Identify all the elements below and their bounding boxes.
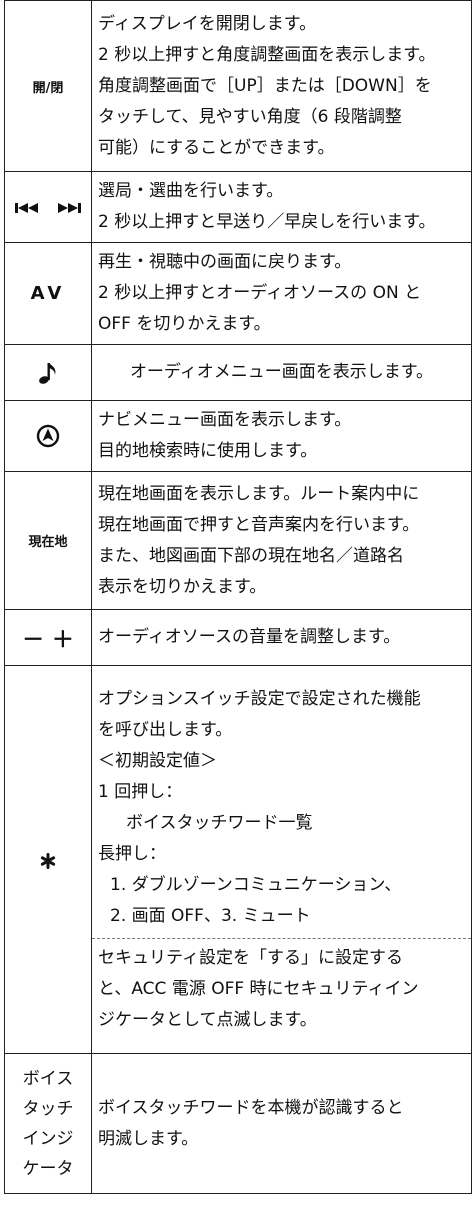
description-cell: オプションスイッチ設定で設定された機能 を呼び出します。 ＜初期設定値＞ 1 回… <box>91 665 472 1054</box>
description-line: 選局・選曲を行います。 <box>98 181 284 201</box>
asterisk-icon <box>40 850 56 869</box>
table-row: － ＋ オーディオソースの音量を調整します。 <box>4 609 472 666</box>
navi-icon <box>36 424 60 448</box>
voice-indicator-key-line: ケータ <box>22 1158 74 1179</box>
description-line: ＜初期設定値＞ <box>98 750 217 771</box>
description-line: 可能）にすることができます。 <box>98 137 335 158</box>
description-line: また、地図画面下部の現在地名／道路名 <box>98 545 404 566</box>
description-line: 明滅します。 <box>98 1128 199 1149</box>
description-cell: ボイスタッチワードを本機が認識すると 明滅します。 <box>91 1053 472 1194</box>
description-line: ジケータとして点滅します。 <box>98 1009 317 1030</box>
key-cell: AV <box>4 242 92 345</box>
description-line: オーディオメニュー画面を表示します。 <box>129 362 434 382</box>
prev-next-icon <box>13 198 83 217</box>
description-cell: 現在地画面を表示します。ルート案内中に 現在地画面で押すと音声案内を行います。 … <box>91 471 472 610</box>
description-line: ボイスタッチワードを本機が認識すると <box>98 1097 404 1118</box>
key-cell: － ＋ <box>4 609 92 666</box>
av-key-label: AV <box>30 283 66 304</box>
table-row: ナビメニュー画面を表示します。 目的地検索時に使用します。 <box>4 400 472 472</box>
dashed-separator <box>92 937 471 939</box>
description-line: 長押し： <box>98 843 166 864</box>
description-line: 角度調整画面で［UP］または［DOWN］を <box>98 75 432 96</box>
table-row: ボイス タッチ インジ ケータ ボイスタッチワードを本機が認識すると 明滅します… <box>4 1053 472 1194</box>
table-row: 現在地 現在地画面を表示します。ルート案内中に 現在地画面で押すと音声案内を行い… <box>4 471 472 610</box>
current-location-key-label: 現在地 <box>28 535 68 550</box>
table-row: オプションスイッチ設定で設定された機能 を呼び出します。 ＜初期設定値＞ 1 回… <box>4 665 472 1054</box>
key-cell <box>4 171 92 243</box>
description-line: ディスプレイを開閉します。 <box>98 13 317 34</box>
voice-indicator-key-line: タッチ <box>22 1098 74 1119</box>
description-line: 表示を切りかえます。 <box>98 576 267 597</box>
description-cell: ナビメニュー画面を表示します。 目的地検索時に使用します。 <box>91 400 472 472</box>
description-line: 現在地画面を表示します。ルート案内中に <box>98 483 420 504</box>
description-line: オプションスイッチ設定で設定された機能 <box>98 688 421 709</box>
key-cell <box>4 665 92 1054</box>
description-line: ナビメニュー画面を表示します。 <box>98 410 352 430</box>
music-note-icon <box>38 362 58 384</box>
table-row: オーディオメニュー画面を表示します。 <box>4 344 472 401</box>
description-line: 2 秒以上押すとオーディオソースの ON と <box>98 283 422 303</box>
key-cell <box>4 344 92 401</box>
description-line: 2. 画面 OFF、3. ミュート <box>110 905 311 926</box>
table-row: 開/閉 ディスプレイを開閉します。 2 秒以上押すと角度調整画面を表示します。 … <box>4 0 472 172</box>
description-cell: オーディオソースの音量を調整します。 <box>91 609 472 666</box>
table-row: 選局・選曲を行います。 2 秒以上押すと早送り／早戻しを行います。 <box>4 171 472 243</box>
key-cell: ボイス タッチ インジ ケータ <box>4 1053 92 1194</box>
description-line: 1 回押し： <box>98 781 183 802</box>
description-line: OFF を切りかえます。 <box>98 314 271 334</box>
description-line: 2 秒以上押すと早送り／早戻しを行います。 <box>98 212 436 232</box>
description-line: 目的地検索時に使用します。 <box>98 441 318 461</box>
key-cell: 開/閉 <box>4 0 92 172</box>
open-close-key-label: 開/閉 <box>32 80 64 96</box>
table-row: AV 再生・視聴中の画面に戻ります。 2 秒以上押すとオーディオソースの ON … <box>4 242 472 345</box>
description-line: 現在地画面で押すと音声案内を行います。 <box>98 514 420 535</box>
description-cell: 再生・視聴中の画面に戻ります。 2 秒以上押すとオーディオソースの ON と O… <box>91 242 472 345</box>
description-line: 再生・視聴中の画面に戻ります。 <box>98 252 352 272</box>
description-cell: オーディオメニュー画面を表示します。 <box>91 344 472 401</box>
description-line: ボイスタッチワード一覧 <box>126 812 313 833</box>
description-cell: ディスプレイを開閉します。 2 秒以上押すと角度調整画面を表示します。 角度調整… <box>91 0 472 172</box>
button-function-table: 開/閉 ディスプレイを開閉します。 2 秒以上押すと角度調整画面を表示します。 … <box>4 0 472 1194</box>
description-cell: 選局・選曲を行います。 2 秒以上押すと早送り／早戻しを行います。 <box>91 171 472 243</box>
description-line: 2 秒以上押すと角度調整画面を表示します。 <box>98 44 436 65</box>
key-cell: 現在地 <box>4 471 92 610</box>
volume-key-label: － ＋ <box>22 627 74 653</box>
description-line: と、ACC 電源 OFF 時にセキュリティイン <box>98 978 419 999</box>
key-cell <box>4 400 92 472</box>
description-line: を呼び出します。 <box>98 719 233 740</box>
voice-indicator-key-line: ボイス <box>22 1068 74 1089</box>
voice-indicator-key-line: インジ <box>22 1128 74 1149</box>
description-line: タッチして、見やすい角度（6 段階調整 <box>98 106 402 127</box>
description-line: オーディオソースの音量を調整します。 <box>98 627 401 647</box>
description-line: 1. ダブルゾーンコミュニケーション、 <box>110 874 402 895</box>
description-line: セキュリティ設定を「する」に設定する <box>98 947 403 968</box>
